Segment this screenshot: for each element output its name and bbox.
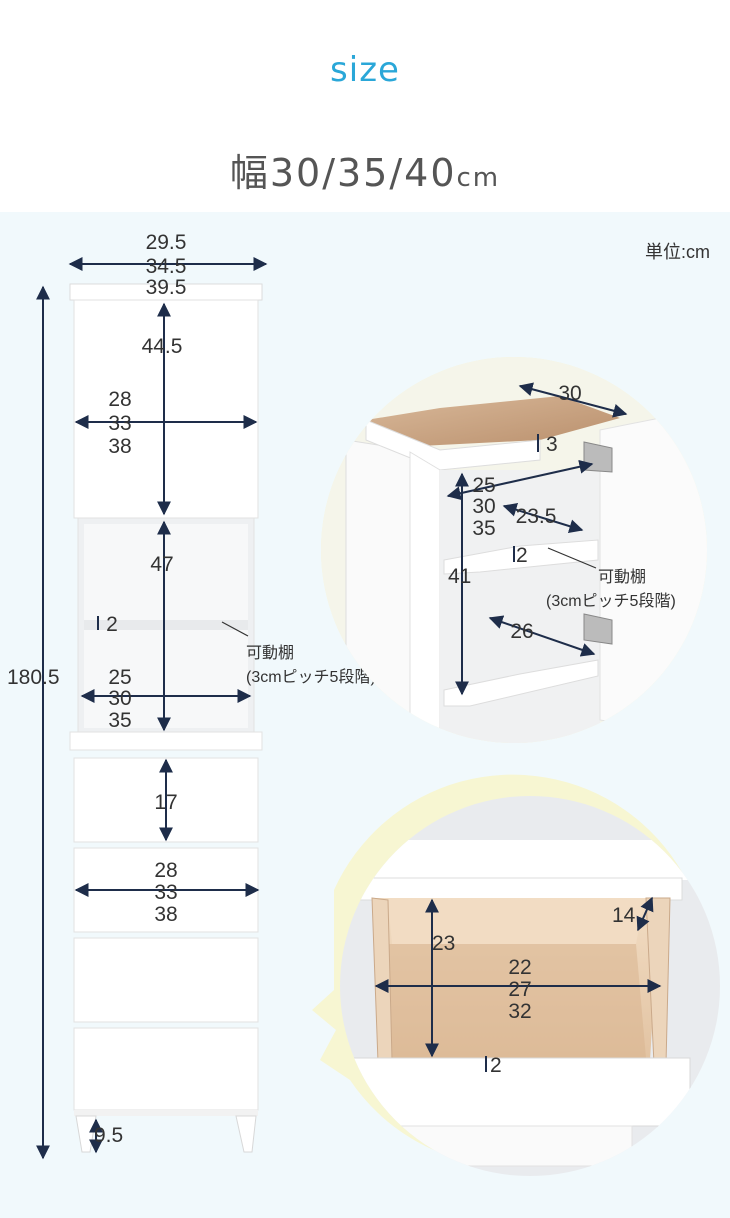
detail-shelf-note: (3cmピッチ5段階) (546, 592, 676, 610)
detail-drawer-dimension-lines (374, 896, 662, 1072)
drawer-side-height: 14 (612, 904, 636, 927)
open-width-1: 25 (108, 666, 131, 689)
drawer-width-3: 38 (154, 903, 177, 926)
total-height: 180.5 (7, 666, 60, 689)
brand-title: size (330, 50, 400, 90)
detail-inner-height: 41 (448, 565, 471, 588)
detail-top-thickness: 3 (546, 433, 558, 456)
header: size 幅30/35/40cm (0, 0, 730, 212)
open-width-3: 35 (108, 709, 131, 732)
leg-height: 9.5 (94, 1124, 123, 1147)
size-title-main: 幅30/35/40 (229, 151, 457, 195)
shelf-leader-line (221, 621, 249, 637)
drawer-width-1: 28 (154, 859, 177, 882)
upper-width-2: 33 (108, 412, 131, 435)
detail-inner-width-2: 30 (472, 495, 495, 518)
cabinet-illustration (69, 283, 263, 1153)
shelf-thickness: 2 (106, 613, 118, 636)
detail-depth: 30 (558, 382, 581, 405)
size-title-unit: cm (456, 163, 501, 193)
open-height: 47 (150, 553, 173, 576)
detail-inner-width-1: 25 (472, 474, 495, 497)
detail-shelf-depth: 26 (510, 620, 533, 643)
shelf-label: 可動棚 (246, 644, 294, 662)
detail-shelf-label: 可動棚 (598, 568, 646, 586)
cabinet-dimension-lines (36, 257, 268, 1160)
shelf-note: (3cmピッチ5段階) (246, 668, 376, 686)
top-width-2: 34.5 (146, 255, 187, 278)
detail-shelf-leader-line (547, 547, 597, 569)
top-width-3: 39.5 (146, 276, 187, 299)
detail-inner-depth: 23.5 (516, 505, 557, 528)
upper-width-3: 38 (108, 435, 131, 458)
drawer-width-2: 33 (154, 881, 177, 904)
drawer-front-thickness: 2 (490, 1054, 502, 1077)
drawer-inner-width-3: 32 (508, 1000, 531, 1023)
open-width-2: 30 (108, 687, 131, 710)
unit-label: 単位:cm (645, 242, 710, 262)
drawer-inner-height: 23 (432, 932, 455, 955)
detail-shelf-thickness: 2 (516, 544, 528, 567)
drawer-inner-width-1: 22 (508, 956, 531, 979)
upper-width-1: 28 (108, 388, 131, 411)
drawer-inner-width-2: 27 (508, 978, 531, 1001)
drawer-height: 17 (154, 791, 177, 814)
size-title: 幅30/35/40cm (0, 142, 730, 197)
top-width-1: 29.5 (146, 231, 187, 254)
detail-cabinet-dimension-lines (446, 382, 628, 696)
detail-inner-width-3: 35 (472, 517, 495, 540)
door-height: 44.5 (142, 335, 183, 358)
